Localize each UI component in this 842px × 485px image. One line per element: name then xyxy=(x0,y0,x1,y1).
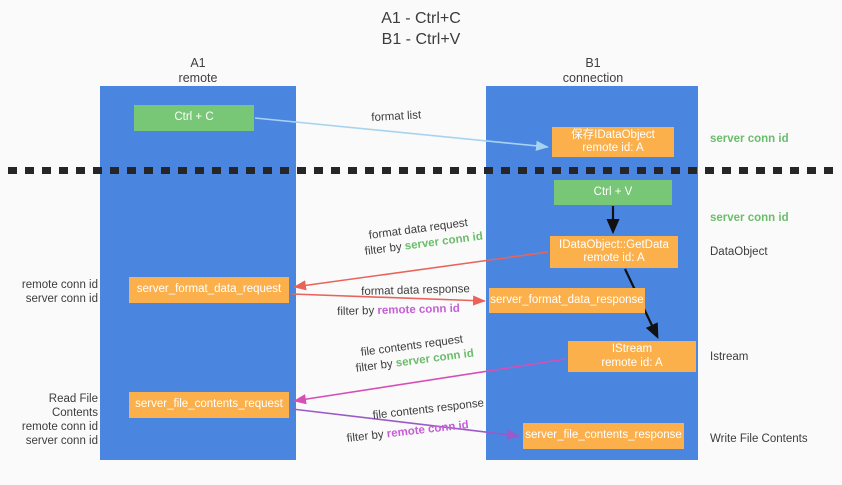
node-server-file-contents-request[interactable]: server_file_contents_request xyxy=(129,392,289,418)
title-line-2: B1 - Ctrl+V xyxy=(381,31,461,48)
node-save-idataobject[interactable]: 保存IDataObject remote id: A xyxy=(552,127,674,157)
edge-label-format-list-text: format list xyxy=(371,109,422,124)
node-save-idataobject-label: 保存IDataObject xyxy=(571,128,655,141)
column-header-a1: A1 remote xyxy=(120,56,276,86)
node-idataobject-getdata-label: IDataObject::GetData xyxy=(559,238,669,251)
filter-by-text-3: filter by xyxy=(355,357,397,375)
annotation-dataobject: DataObject xyxy=(710,246,768,258)
node-save-idataobject-sub: remote id: A xyxy=(582,142,644,154)
annotation-server-conn-id-second: server conn id xyxy=(710,212,789,224)
node-server-format-data-request-label: server_format_data_request xyxy=(136,283,282,296)
node-ctrl-v-label: Ctrl + V xyxy=(593,185,633,198)
page-title: A1 - Ctrl+C B1 - Ctrl+V xyxy=(0,8,842,50)
remote-conn-id-left-2: remote conn id xyxy=(21,421,98,433)
column-b1-sub: connection xyxy=(562,71,624,85)
node-idataobject-getdata-sub: remote id: A xyxy=(583,252,645,264)
node-server-format-data-request[interactable]: server_format_data_request xyxy=(129,277,289,303)
edge-label-format-data-response-filter: filter by remote conn id xyxy=(337,302,460,319)
column-b1-name: B1 xyxy=(585,56,601,70)
node-server-file-contents-response-label: server_file_contents_response xyxy=(525,429,682,442)
filter-by-text-1: filter by xyxy=(364,240,406,258)
read-file-contents-label: Read File Contents xyxy=(48,393,98,419)
node-ctrl-c-label: Ctrl + C xyxy=(174,111,214,124)
annotation-left-conn-ids-format: remote conn id server conn id xyxy=(10,278,98,306)
node-ctrl-c[interactable]: Ctrl + C xyxy=(134,105,254,131)
node-server-file-contents-response[interactable]: server_file_contents_response xyxy=(523,423,684,449)
phase-divider xyxy=(8,167,834,174)
node-server-format-data-response[interactable]: server_format_data_response xyxy=(489,288,645,313)
node-ctrl-v[interactable]: Ctrl + V xyxy=(554,180,672,205)
edge-label-format-data-response: format data response xyxy=(361,282,470,299)
node-server-format-data-response-label: server_format_data_response xyxy=(490,293,644,306)
edge-label-file-contents-response-filter: filter by remote conn id xyxy=(346,418,469,446)
annotation-server-conn-id-top: server conn id xyxy=(710,133,789,145)
filter-by-text-4: filter by xyxy=(346,428,388,445)
column-header-b1: B1 connection xyxy=(510,56,676,86)
remote-conn-id-text-2: remote conn id xyxy=(386,419,470,441)
column-a1-name: A1 xyxy=(190,56,206,70)
node-istream-label: IStream xyxy=(611,343,653,355)
server-conn-id-left-1: server conn id xyxy=(25,293,98,305)
node-istream-sub: remote id: A xyxy=(601,356,663,369)
node-server-file-contents-request-label: server_file_contents_request xyxy=(135,398,283,411)
annotation-istream: Istream xyxy=(710,351,749,363)
remote-conn-id-text-1: remote conn id xyxy=(377,302,461,317)
node-idataobject-getdata[interactable]: IDataObject::GetData remote id: A xyxy=(550,236,678,268)
column-a1-sub: remote xyxy=(178,71,218,85)
filter-by-text-2: filter by xyxy=(337,304,378,318)
server-conn-id-left-2: server conn id xyxy=(25,435,98,447)
edge-label-format-list: format list xyxy=(371,108,422,125)
annotation-left-read-file-contents: Read File Contents remote conn id server… xyxy=(10,392,98,448)
edge-label-format-data-response-text: format data response xyxy=(361,283,470,298)
title-line-1: A1 - Ctrl+C xyxy=(381,10,461,27)
node-istream[interactable]: IStream remote id: A xyxy=(568,341,696,372)
annotation-write-file-contents: Write File Contents xyxy=(710,433,808,445)
remote-conn-id-left-1: remote conn id xyxy=(21,279,98,291)
